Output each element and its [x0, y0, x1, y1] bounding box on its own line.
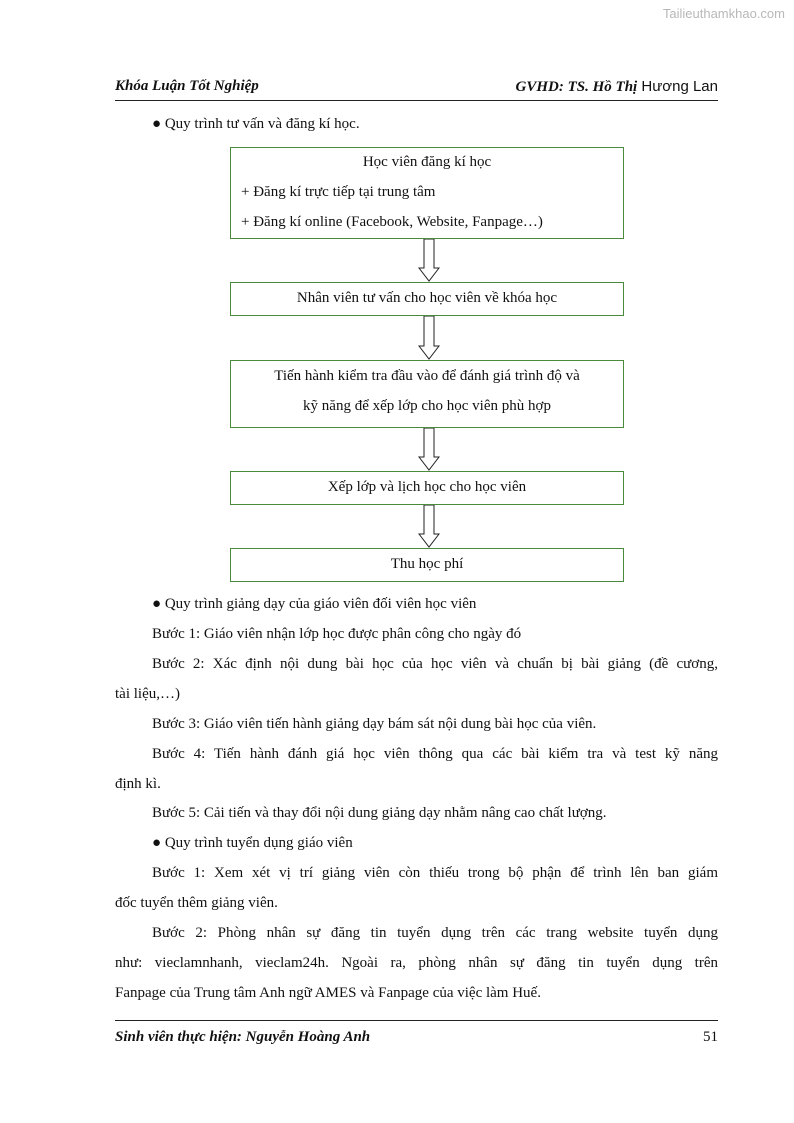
- section-recruitment-heading: ● Quy trình tuyển dụng giáo viên: [152, 835, 353, 852]
- flow-box-register-title: Học viên đăng kí học: [362, 154, 492, 170]
- flow-box-test-line2: kỹ năng để xếp lớp cho học viên phù hợp: [303, 398, 551, 414]
- flow-arrow-3: [418, 428, 440, 471]
- flow-arrow-2: [418, 316, 440, 360]
- teaching-step-2-line2: tài liệu,…): [115, 686, 180, 702]
- header-advisor: GVHD: TS. Hồ Thị Hương Lan: [516, 78, 718, 96]
- header-advisor-plain: Hương Lan: [637, 78, 718, 95]
- flow-box-register-line1: + Đăng kí trực tiếp tại trung tâm: [241, 184, 436, 200]
- page-number: 51: [703, 1029, 718, 1045]
- flow-arrow-1: [418, 239, 440, 282]
- flow-box-tuition: Thu học phí: [230, 548, 624, 582]
- section-teaching-title: Quy trình giảng dạy của giáo viên đối vi…: [164, 596, 477, 612]
- bullet-icon: ●: [152, 596, 162, 612]
- page-header: Khóa Luận Tốt Nghiệp GVHD: TS. Hồ Thị Hư…: [115, 76, 718, 101]
- flow-box-placement-test: Tiến hành kiểm tra đầu vào để đánh giá t…: [230, 360, 624, 428]
- teaching-step-3: Bước 3: Giáo viên tiến hành giảng dạy bá…: [152, 716, 597, 732]
- flow-box-consult: Nhân viên tư vấn cho học viên về khóa họ…: [230, 282, 624, 316]
- recruit-step-1-line1: Bước 1: Xem xét vị trí giảng viên còn th…: [152, 865, 718, 881]
- footer-student-name: Sinh viên thực hiện: Nguyễn Hoàng Anh: [115, 1029, 371, 1045]
- flow-box-register-line2: + Đăng kí online (Facebook, Website, Fan…: [241, 214, 543, 230]
- recruit-step-1-line2: đốc tuyển thêm giảng viên.: [115, 895, 278, 911]
- bullet-icon: ●: [152, 116, 162, 132]
- section-consulting-title: Quy trình tư vấn và đăng kí học.: [164, 116, 360, 132]
- flow-arrow-4: [418, 505, 440, 548]
- teaching-step-5: Bước 5: Cải tiến và thay đổi nội dung gi…: [152, 805, 607, 821]
- flow-box-tuition-text: Thu học phí: [390, 556, 464, 572]
- recruit-step-2-line1: Bước 2: Phòng nhân sự đăng tin tuyển dụn…: [152, 925, 718, 941]
- section-teaching-heading: ● Quy trình giảng dạy của giáo viên đối …: [152, 596, 476, 613]
- header-advisor-bold: GVHD: TS. Hồ Thị: [515, 79, 638, 95]
- teaching-step-4-line1: Bước 4: Tiến hành đánh giá học viên thôn…: [152, 746, 718, 762]
- teaching-step-4-line2: định kì.: [115, 776, 161, 792]
- teaching-step-2-line1: Bước 2: Xác định nội dung bài học của họ…: [152, 656, 718, 672]
- recruit-step-2-line2: như: vieclamnhanh, vieclam24h. Ngoài ra,…: [115, 955, 718, 971]
- flow-box-consult-text: Nhân viên tư vấn cho học viên về khóa họ…: [296, 290, 558, 306]
- section-consulting-heading: ● Quy trình tư vấn và đăng kí học.: [152, 116, 360, 133]
- teaching-step-1: Bước 1: Giáo viên nhận lớp học được phân…: [152, 626, 522, 642]
- flow-box-register: Học viên đăng kí học + Đăng kí trực tiếp…: [230, 147, 624, 239]
- recruit-step-2-line3: Fanpage của Trung tâm Anh ngữ AMES và Fa…: [115, 985, 541, 1001]
- flow-box-schedule-text: Xếp lớp và lịch học cho học viên: [327, 479, 527, 495]
- watermark: Tailieuthamkhao.com: [662, 6, 785, 21]
- header-thesis-title: Khóa Luận Tốt Nghiệp: [115, 78, 259, 94]
- flow-box-test-line1: Tiến hành kiểm tra đầu vào để đánh giá t…: [274, 368, 580, 384]
- flow-box-schedule: Xếp lớp và lịch học cho học viên: [230, 471, 624, 505]
- page-footer: Sinh viên thực hiện: Nguyễn Hoàng Anh 51: [115, 1020, 718, 1045]
- section-recruitment-title: Quy trình tuyển dụng giáo viên: [164, 835, 353, 851]
- bullet-icon: ●: [152, 835, 162, 851]
